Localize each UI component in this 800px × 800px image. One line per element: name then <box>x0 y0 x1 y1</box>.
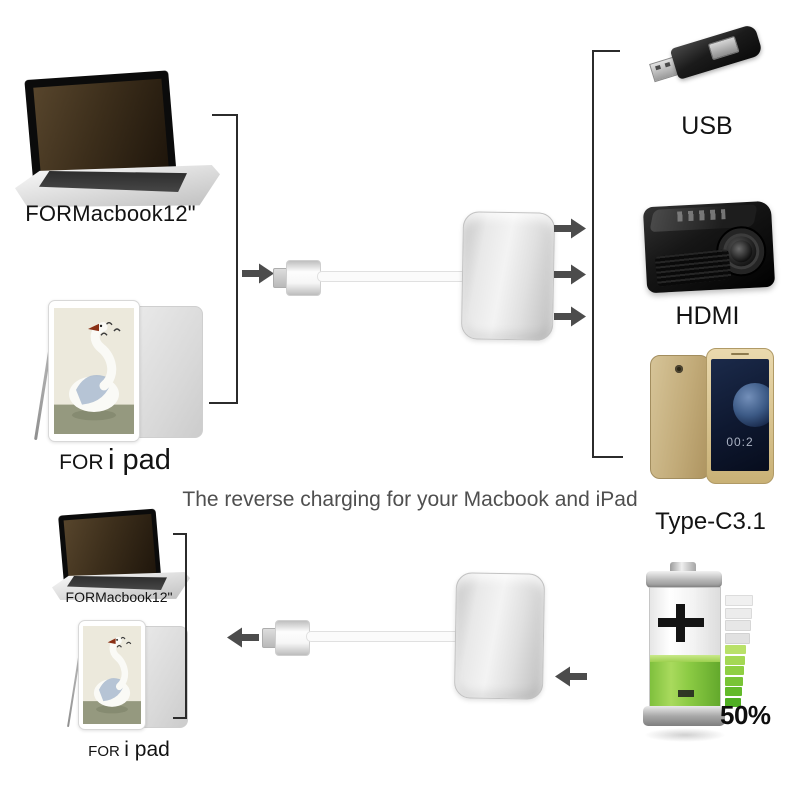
macbook-keyboard <box>67 576 167 590</box>
macbook-keyboard <box>39 171 187 192</box>
macbook-photo <box>15 70 220 207</box>
phone-front: 00:2 <box>706 348 774 484</box>
adapter-hub-photo <box>460 211 556 341</box>
bottom-bracket-line <box>185 533 187 719</box>
ipad-photo-small <box>62 620 190 742</box>
left-bracket-top-stub <box>212 114 238 116</box>
caption-text: The reverse charging for your Macbook an… <box>182 488 638 511</box>
battery-percent-label: 50% <box>720 700 771 730</box>
arrow-right-output-usb-icon <box>554 218 586 239</box>
swan-image <box>83 626 141 724</box>
bottom-bracket-top-stub <box>173 533 187 535</box>
projector-body <box>642 200 776 294</box>
arrow-right-output-hdmi-icon <box>554 264 586 285</box>
right-bracket-line <box>592 50 594 458</box>
phone-screen: 00:2 <box>711 359 769 471</box>
phone-speaker <box>731 353 749 355</box>
usb-label: USB <box>681 112 733 140</box>
usbc-plug-collar <box>286 260 321 296</box>
battery-bottom-cap <box>643 706 725 726</box>
ipad-label-small: FOR i pad <box>50 738 208 762</box>
adapter-cable <box>306 631 462 642</box>
projector-vents <box>654 249 732 287</box>
macbook-label: FORMacbook12" <box>25 201 196 226</box>
ipad-label-prefix: FOR <box>88 743 120 760</box>
battery-green-liquid <box>650 655 720 709</box>
arrow-left-input-icon <box>555 666 587 687</box>
macbook-label-small: FORMacbook12" <box>65 589 173 605</box>
adapter-cable <box>317 271 469 282</box>
arrow-left-reverse-icon <box>227 627 259 648</box>
tablet-front <box>78 620 146 730</box>
ipad-label-main: i pad <box>107 444 171 476</box>
ipad-label-main: i pad <box>124 738 170 761</box>
typec-label: Type-C3.1 <box>655 508 766 535</box>
phone-wallpaper-planet <box>733 383 769 427</box>
tablet-front <box>48 300 140 442</box>
arrow-right-input-icon <box>242 263 274 284</box>
battery-top-cap <box>646 571 722 588</box>
battery-logo-mark <box>678 690 694 697</box>
right-bracket-top-stub <box>592 50 620 52</box>
battery-glass-body <box>649 587 721 710</box>
left-bracket-line <box>236 114 238 404</box>
plus-icon <box>658 604 704 642</box>
projector-photo <box>642 196 777 296</box>
adapter-hub-photo-small <box>453 572 546 700</box>
battery-terminal <box>670 562 696 573</box>
phone-photo: 00:2 <box>650 348 774 488</box>
battery-reflection <box>644 728 726 742</box>
left-bracket-bottom-stub <box>209 402 238 404</box>
arrow-right-output-typec-icon <box>554 306 586 327</box>
ipad-label-prefix: FOR <box>59 451 104 474</box>
phone-clock-text: 00:2 <box>726 435 754 449</box>
battery-photo: 50% <box>640 562 795 757</box>
phone-back <box>650 355 710 479</box>
right-bracket-bottom-stub <box>592 456 623 458</box>
bottom-bracket-bottom-stub <box>173 717 187 719</box>
phone-camera <box>675 365 683 373</box>
usb-flash-drive-photo <box>642 6 778 110</box>
ipad-label: FOR i pad <box>25 444 205 477</box>
macbook-photo-small <box>52 508 190 600</box>
usbc-plug-collar <box>275 620 310 656</box>
hdmi-label: HDMI <box>675 302 740 330</box>
swan-image <box>54 308 134 434</box>
ipad-photo <box>28 298 203 446</box>
battery-level-bars <box>725 595 753 707</box>
